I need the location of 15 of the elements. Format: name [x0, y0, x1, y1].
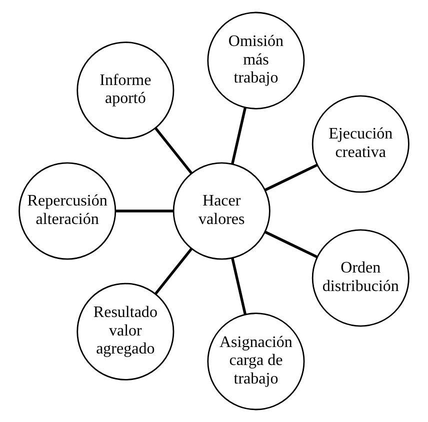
- connector: [231, 258, 247, 315]
- connector: [116, 210, 174, 212]
- node-circle: Orden distribución: [312, 229, 410, 327]
- node-circle: Ejecución creativa: [312, 95, 410, 193]
- connector: [264, 230, 318, 258]
- node-circle: Informe aportó: [76, 42, 174, 140]
- connector: [231, 107, 247, 164]
- node-circle: Omisión más trabajo: [207, 12, 305, 110]
- connector: [264, 164, 318, 192]
- connector: [154, 248, 192, 295]
- connector: [154, 127, 192, 174]
- node-circle: Resultado valor agregado: [76, 282, 174, 380]
- node-circle: Asignación carga de trabajo: [207, 312, 305, 410]
- node-circle: Hacer valores: [172, 162, 270, 260]
- node-circle: Repercusión alteración: [18, 162, 116, 260]
